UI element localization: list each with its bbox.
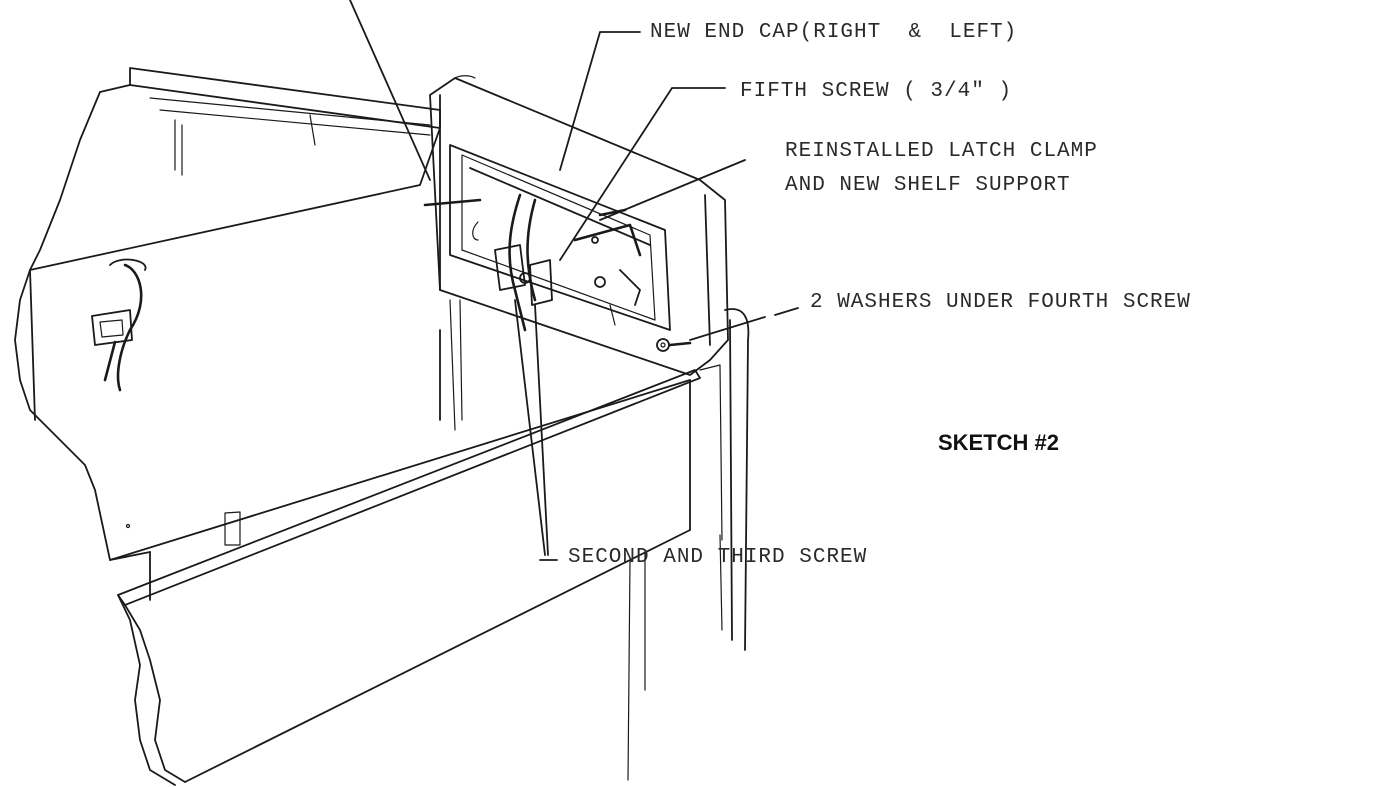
end-cap-label: NEW END CAP(RIGHT & LEFT) xyxy=(650,21,1018,44)
sketch-title: SKETCH #2 xyxy=(938,430,1060,455)
second-third-screw-label: SECOND AND THIRD SCREW xyxy=(568,546,868,569)
fifth-screw-label: FIFTH SCREW ( 3/4" ) xyxy=(740,80,1013,103)
leader-lines xyxy=(349,0,799,561)
cabinet-body-drawing xyxy=(109,299,723,786)
left-panel-drawing xyxy=(14,67,441,561)
latch-clamp-label-line1: REINSTALLED LATCH CLAMP xyxy=(785,140,1098,163)
end-cap-drawing xyxy=(429,75,750,651)
latch-clamp-label-line2: AND NEW SHELF SUPPORT xyxy=(785,174,1071,197)
washers-label: 2 WASHERS UNDER FOURTH SCREW xyxy=(810,291,1191,314)
